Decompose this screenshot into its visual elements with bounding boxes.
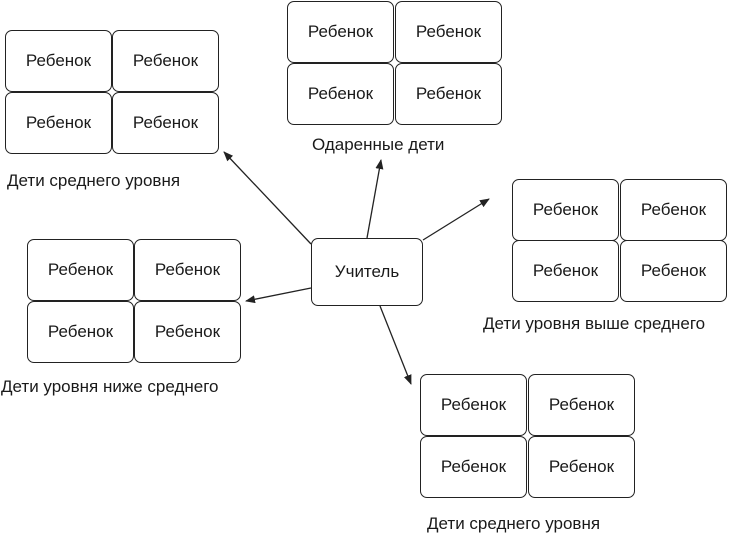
child-label: Ребенок — [154, 322, 221, 341]
child-box: Ребенок — [620, 179, 727, 241]
child-label: Ребенок — [25, 113, 92, 132]
child-box: Ребенок — [287, 63, 394, 125]
child-box: Ребенок — [287, 1, 394, 63]
child-box: Ребенок — [395, 1, 502, 63]
child-label: Ребенок — [47, 260, 114, 279]
child-label: Ребенок — [440, 457, 507, 476]
child-box: Ребенок — [5, 92, 112, 154]
child-label: Ребенок — [548, 395, 615, 414]
group-caption: Дети среднего уровня — [427, 514, 601, 533]
child-box: Ребенок — [112, 92, 219, 154]
child-label: Ребенок — [47, 322, 114, 341]
child-box: Ребенок — [528, 436, 635, 498]
child-label: Ребенок — [307, 84, 374, 103]
group-caption: Дети среднего уровня — [7, 171, 181, 190]
child-label: Ребенок — [154, 260, 221, 279]
child-box: Ребенок — [395, 63, 502, 125]
child-label: Ребенок — [415, 22, 482, 41]
group-caption: Одаренные дети — [312, 135, 445, 154]
child-label: Ребенок — [25, 51, 92, 70]
child-box: Ребенок — [420, 436, 527, 498]
group-caption: Дети уровня выше среднего — [483, 314, 706, 333]
child-box: Ребенок — [512, 179, 619, 241]
group-caption: Дети уровня ниже среднего — [1, 377, 219, 396]
child-label: Ребенок — [532, 261, 599, 280]
child-box: Ребенок — [5, 30, 112, 92]
child-box: Ребенок — [134, 301, 241, 363]
child-box: Ребенок — [27, 301, 134, 363]
child-label: Ребенок — [640, 261, 707, 280]
arrow-to-top-left-group — [223, 151, 312, 245]
arrow-to-bottom-average-group — [379, 305, 412, 385]
arrow-to-above-average-group — [422, 198, 490, 241]
child-label: Ребенок — [548, 457, 615, 476]
teacher-node: Учитель — [311, 238, 423, 306]
child-label: Ребенок — [132, 51, 199, 70]
child-label: Ребенок — [132, 113, 199, 132]
child-box: Ребенок — [112, 30, 219, 92]
child-label: Ребенок — [640, 200, 707, 219]
arrow-to-below-average-group — [245, 287, 312, 304]
child-label: Ребенок — [532, 200, 599, 219]
child-box: Ребенок — [420, 374, 527, 436]
arrow-to-gifted-group — [366, 159, 384, 239]
child-box: Ребенок — [134, 239, 241, 301]
child-label: Ребенок — [415, 84, 482, 103]
child-label: Ребенок — [440, 395, 507, 414]
child-box: Ребенок — [620, 240, 727, 302]
child-box: Ребенок — [512, 240, 619, 302]
child-box: Ребенок — [27, 239, 134, 301]
child-label: Ребенок — [307, 22, 374, 41]
child-box: Ребенок — [528, 374, 635, 436]
teacher-label: Учитель — [334, 262, 400, 281]
